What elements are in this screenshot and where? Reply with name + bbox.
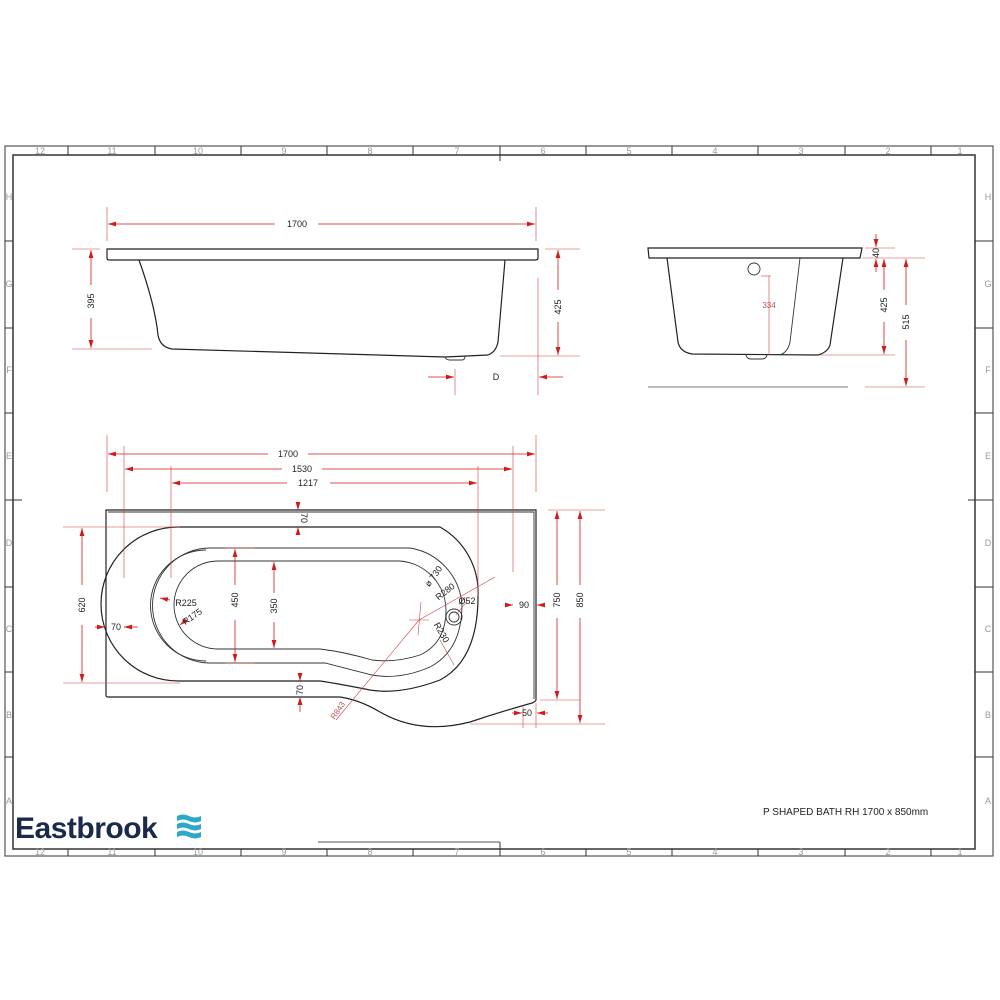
end-view-rim	[647, 247, 863, 259]
svg-text:11: 11	[107, 847, 116, 857]
svg-text:10: 10	[193, 847, 203, 857]
svg-text:8: 8	[367, 847, 372, 857]
side-view-waste	[444, 355, 466, 361]
svg-text:Ø52: Ø52	[458, 596, 475, 606]
svg-text:G: G	[5, 279, 12, 289]
svg-text:B: B	[6, 710, 12, 720]
svg-text:R175: R175	[181, 606, 204, 627]
svg-text:9: 9	[281, 847, 286, 857]
waste-inner	[448, 611, 460, 623]
svg-text:R230: R230	[432, 621, 451, 645]
svg-text:40: 40	[871, 248, 881, 258]
svg-text:515: 515	[901, 314, 911, 329]
svg-text:8: 8	[367, 146, 372, 156]
svg-text:7: 7	[454, 146, 459, 156]
drawing-frame-outer	[4, 145, 994, 857]
svg-text:334: 334	[762, 301, 776, 310]
svg-text:12: 12	[35, 146, 45, 156]
svg-text:395: 395	[86, 293, 96, 308]
svg-text:4: 4	[712, 146, 717, 156]
svg-text:D: D	[985, 538, 992, 548]
brand-logo: Eastbrook	[15, 812, 201, 845]
svg-text:1530: 1530	[292, 464, 312, 474]
brand-name: Eastbrook	[15, 812, 158, 845]
svg-text:1700: 1700	[287, 219, 307, 229]
svg-text:1: 1	[957, 146, 962, 156]
plan-base	[173, 560, 447, 662]
column-labels-top: 12 11 10 9 8 7 6 5 4 3 2 1	[35, 146, 963, 156]
svg-text:5: 5	[626, 847, 631, 857]
svg-text:D: D	[6, 538, 13, 548]
row-labels-left: H G F E D C B A	[5, 192, 12, 806]
svg-text:H: H	[6, 192, 13, 202]
svg-text:F: F	[985, 365, 991, 375]
svg-text:C: C	[985, 624, 992, 634]
svg-text:2: 2	[885, 847, 890, 857]
svg-text:70: 70	[295, 685, 305, 695]
plan-view: 1700 1530 1217 70 70 620 70 R225 R175	[63, 435, 605, 728]
svg-text:G: G	[984, 279, 991, 289]
wave-lines-icon	[177, 814, 201, 839]
svg-text:H: H	[985, 192, 992, 202]
svg-text:D: D	[493, 372, 500, 382]
svg-text:70: 70	[111, 622, 121, 632]
svg-text:50: 50	[522, 708, 532, 718]
svg-text:R225: R225	[175, 598, 197, 608]
top-zone-markers	[5, 146, 993, 856]
svg-text:F: F	[6, 365, 12, 375]
svg-text:6: 6	[540, 146, 545, 156]
overflow-icon	[747, 262, 761, 276]
plan-rim-outer	[105, 509, 537, 728]
svg-text:R843: R843	[329, 700, 348, 721]
end-view-inner	[779, 257, 801, 356]
svg-text:1700: 1700	[278, 449, 298, 459]
svg-text:850: 850	[575, 592, 585, 607]
drawing-title: P SHAPED BATH RH 1700 x 850mm	[763, 807, 928, 818]
svg-text:A: A	[6, 796, 12, 806]
plan-bowl-outer	[100, 526, 479, 692]
svg-text:3: 3	[798, 847, 803, 857]
drawing-frame-inner	[12, 154, 976, 850]
svg-text:350: 350	[269, 598, 279, 613]
svg-text:70: 70	[299, 513, 309, 523]
waste-outer	[445, 608, 463, 626]
svg-text:11: 11	[107, 146, 116, 156]
svg-text:2: 2	[885, 146, 890, 156]
svg-text:ø 730: ø 730	[423, 564, 444, 589]
svg-text:R280: R280	[434, 581, 457, 602]
svg-text:620: 620	[77, 597, 87, 612]
svg-text:450: 450	[230, 592, 240, 607]
column-labels-bottom: 12 11 10 9 8 7 6 5 4 3 2 1	[35, 847, 963, 857]
svg-text:425: 425	[553, 299, 563, 314]
svg-text:E: E	[985, 451, 991, 461]
svg-text:12: 12	[35, 847, 45, 857]
svg-text:4: 4	[712, 847, 717, 857]
svg-text:7: 7	[454, 847, 459, 857]
svg-text:C: C	[6, 624, 13, 634]
svg-text:1: 1	[957, 847, 962, 857]
svg-text:5: 5	[626, 146, 631, 156]
svg-text:9: 9	[281, 146, 286, 156]
svg-text:E: E	[6, 451, 12, 461]
svg-text:750: 750	[552, 592, 562, 607]
end-view: 334 40 425 515	[647, 234, 925, 388]
side-view-body	[138, 259, 506, 358]
end-view-body	[666, 257, 844, 356]
row-labels-right: H G F E D C B A	[984, 192, 991, 806]
svg-text:425: 425	[879, 297, 889, 312]
svg-text:B: B	[985, 710, 991, 720]
svg-text:10: 10	[193, 146, 203, 156]
svg-text:3: 3	[798, 146, 803, 156]
svg-text:90: 90	[519, 600, 529, 610]
side-view: 1700 395 425 D	[72, 207, 580, 395]
svg-text:1217: 1217	[298, 478, 318, 488]
svg-text:6: 6	[540, 847, 545, 857]
svg-text:A: A	[985, 796, 991, 806]
side-view-rim	[106, 248, 539, 261]
